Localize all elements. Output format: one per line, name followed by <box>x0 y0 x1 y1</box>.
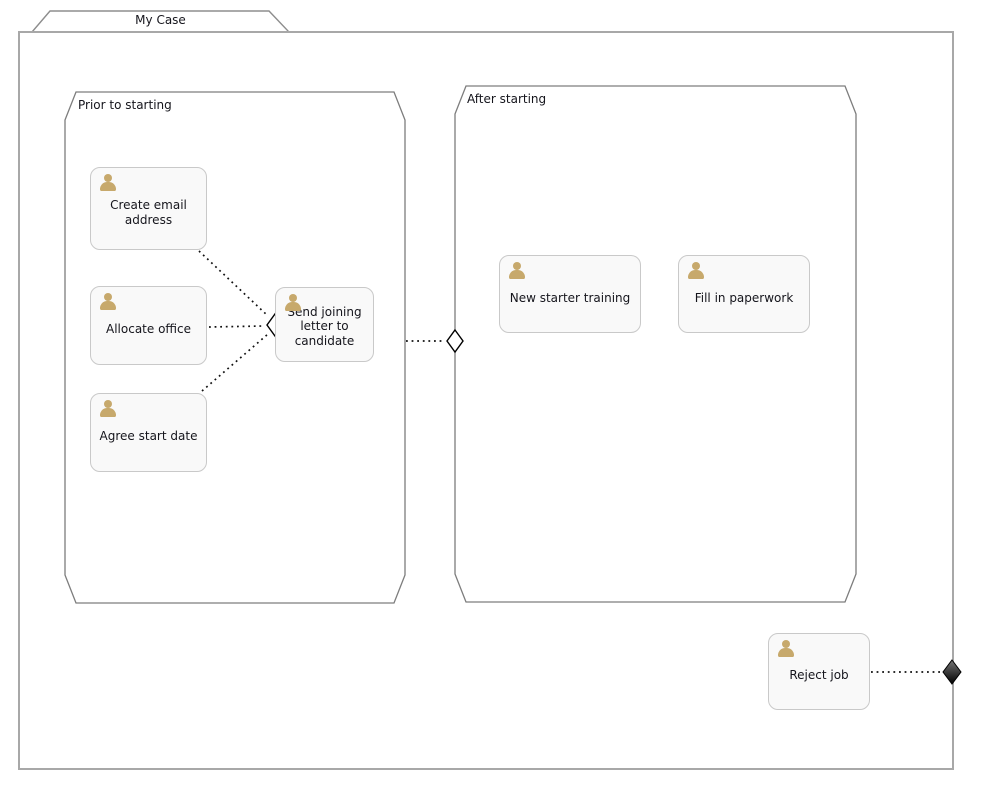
person-icon <box>100 174 116 191</box>
black-diamond-icon exit-criterion-case[interactable] <box>942 659 962 685</box>
task-label: Fill in paperwork <box>694 290 794 305</box>
person-icon <box>285 294 301 311</box>
task-label: Create email address <box>110 197 187 227</box>
person-icon <box>100 293 116 310</box>
white-diamond-icon entry-criterion-after-starting[interactable] <box>446 328 464 354</box>
task-label: New starter training <box>509 290 631 305</box>
stage-after-starting-shape[interactable] <box>454 85 857 603</box>
task-reject-job[interactable]: Reject job <box>768 633 870 710</box>
task-label: Reject job <box>789 668 849 683</box>
task-new-starter-training[interactable]: New starter training <box>499 255 641 333</box>
connector-allocate-office-to-sentry[interactable] <box>208 325 265 328</box>
task-agree-start-date[interactable]: Agree start date <box>90 393 207 472</box>
task-allocate-office[interactable]: Allocate office <box>90 286 207 365</box>
task-create-email-address[interactable]: Create email address <box>90 167 207 250</box>
stage-label-after-starting: After starting <box>467 92 547 106</box>
task-label: Agree start date <box>99 429 198 444</box>
task-fill-in-paperwork[interactable]: Fill in paperwork <box>678 255 810 333</box>
person-icon <box>100 400 116 417</box>
task-send-joining-letter[interactable]: Send joining letter to candidate <box>275 287 374 362</box>
person-icon <box>688 262 704 279</box>
person-icon <box>778 640 794 657</box>
person-icon <box>509 262 525 279</box>
stage-label-prior-to-starting: Prior to starting <box>78 98 172 112</box>
task-label: Send joining letter to candidate <box>287 304 362 348</box>
task-label: Allocate office <box>106 322 191 337</box>
case-title: My Case <box>135 13 186 27</box>
connector-create-email-to-sentry[interactable] <box>198 250 269 317</box>
